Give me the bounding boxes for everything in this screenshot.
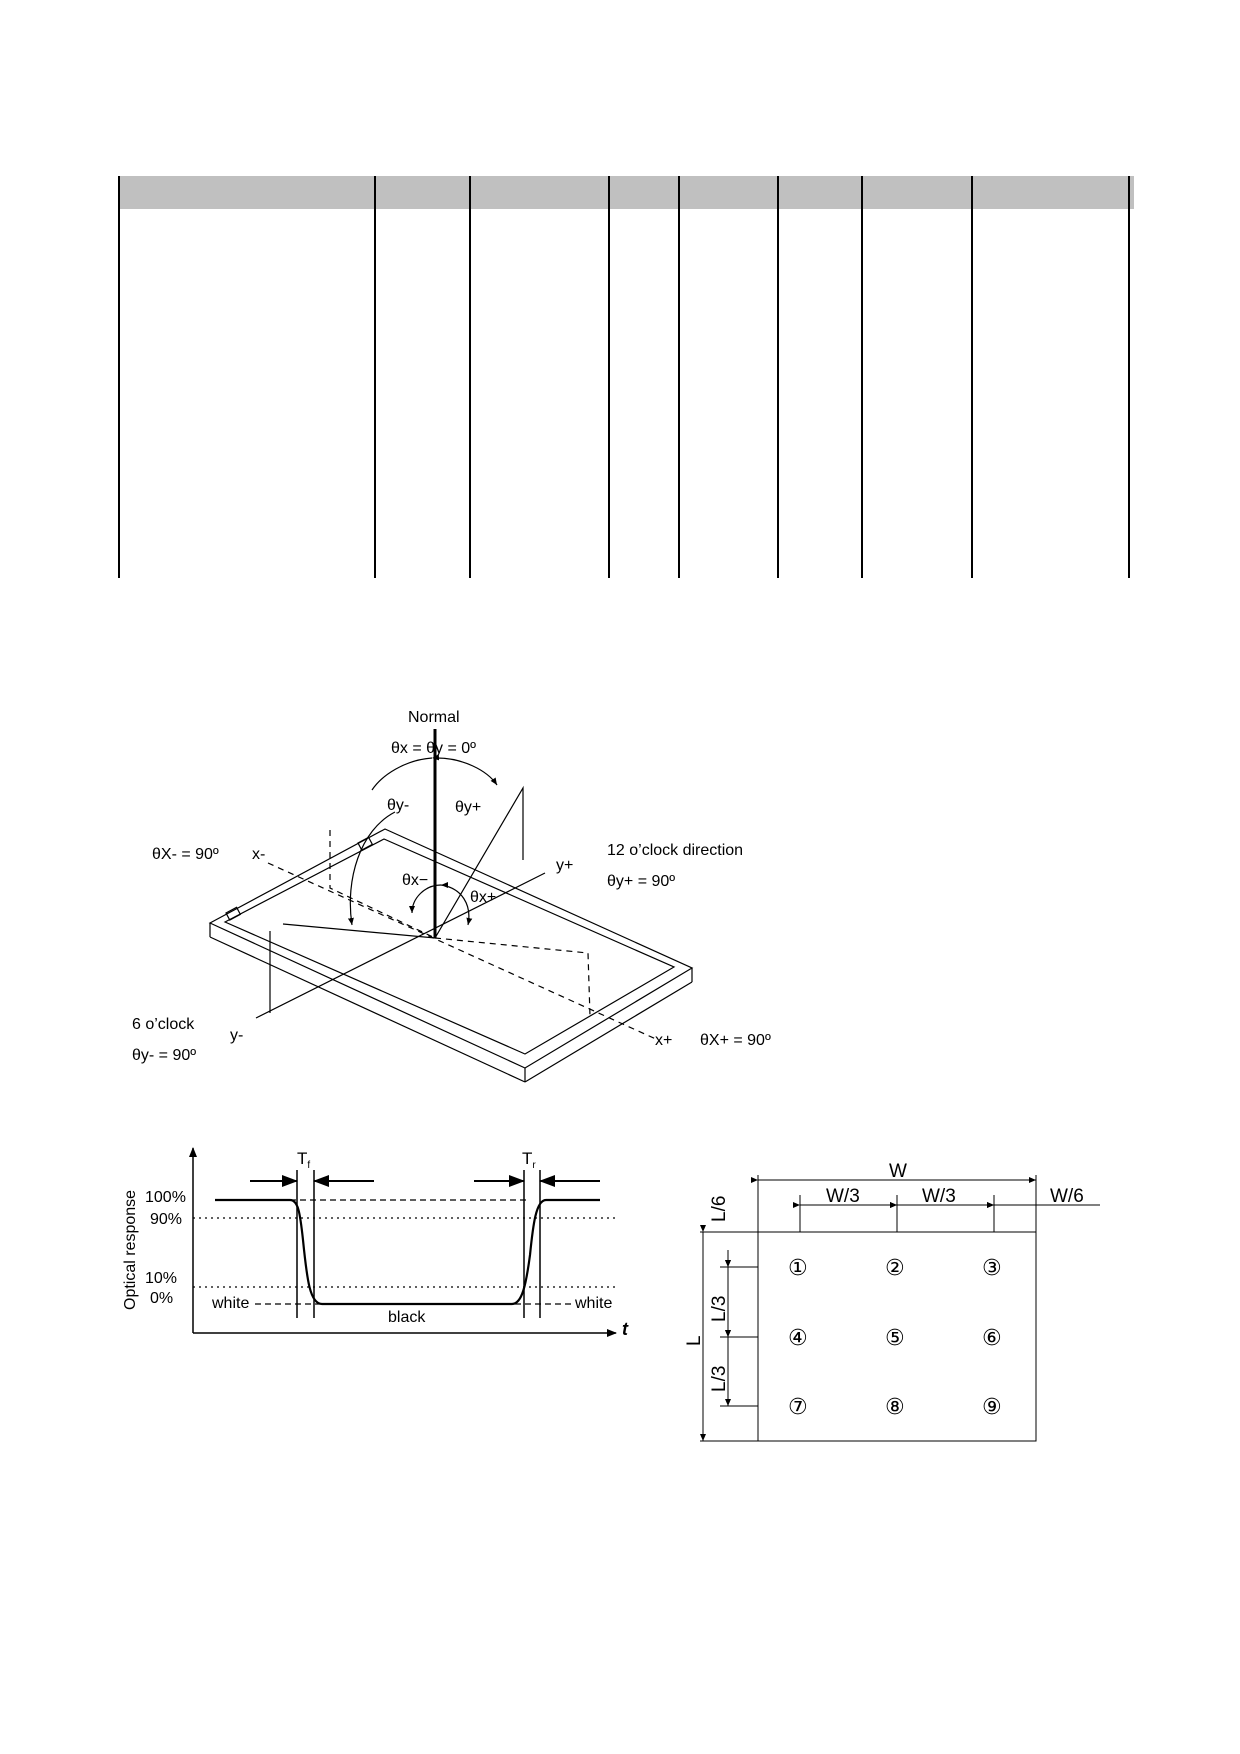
label-l: L: [684, 1335, 705, 1346]
table-column-border: [118, 176, 120, 578]
table-header-row: [118, 176, 1134, 209]
table-column-border: [777, 176, 779, 578]
point-6: ⑥: [982, 1325, 1002, 1350]
label-theta-x-plus: θx+: [470, 889, 496, 906]
table-column-border: [678, 176, 680, 578]
table-column-border: [608, 176, 610, 578]
label-tr: Tr: [522, 1149, 536, 1171]
label-w3-b: W/3: [922, 1186, 956, 1207]
panel-inner: [223, 838, 676, 1055]
x-axis: [267, 862, 659, 1041]
label-white-left: white: [211, 1295, 249, 1312]
point-5: ⑤: [885, 1325, 905, 1350]
response-waveform: [215, 1198, 600, 1306]
label-y-plus: y+: [556, 857, 573, 874]
label-100: 100%: [145, 1189, 186, 1206]
viewing-angle-labels: Normal θx = θy = 0º θy- θy+ θx− θx+ θX- …: [132, 709, 771, 1064]
label-x-minus: x-: [252, 846, 265, 863]
label-six-eq: θy- = 90º: [132, 1047, 196, 1064]
label-w6: W/6: [1050, 1186, 1084, 1207]
label-10: 10%: [145, 1270, 177, 1287]
label-black: black: [388, 1309, 426, 1326]
table-column-border: [861, 176, 863, 578]
table-column-border: [1128, 176, 1130, 578]
y-axis: [255, 872, 546, 1019]
table-column-border: [971, 176, 973, 578]
point-8: ⑧: [885, 1394, 905, 1419]
label-w3-a: W/3: [826, 1186, 860, 1207]
point-9: ⑨: [982, 1394, 1002, 1419]
label-x-minus-eq: θX- = 90º: [152, 846, 219, 863]
label-theta-y-plus: θy+: [455, 799, 481, 816]
label-l6: L/6: [709, 1196, 730, 1222]
label-six: 6 o’clock: [132, 1016, 195, 1033]
point-2: ②: [885, 1255, 905, 1280]
label-l3-a: L/3: [709, 1296, 730, 1322]
point-4: ④: [788, 1325, 808, 1350]
label-x-plus: x+: [655, 1032, 672, 1049]
label-0: 0%: [150, 1290, 173, 1307]
xlabel-t: t: [622, 1319, 629, 1339]
label-white-right: white: [574, 1295, 612, 1312]
label-l3-b: L/3: [709, 1366, 730, 1392]
label-y-minus: y-: [230, 1027, 243, 1044]
table-column-border: [469, 176, 471, 578]
label-90: 90%: [150, 1211, 182, 1228]
point-1: ①: [788, 1255, 808, 1280]
label-twelve: 12 o’clock direction: [607, 842, 743, 859]
spec-table: [118, 176, 1134, 578]
label-theta-x-minus: θx−: [402, 872, 428, 889]
label-normal: Normal: [408, 709, 460, 726]
measure-points-diagram: [700, 1175, 1100, 1442]
label-tf: Tf: [297, 1149, 310, 1171]
point-3: ③: [982, 1255, 1002, 1280]
panel-top: [208, 828, 694, 1069]
table-column-border: [374, 176, 376, 578]
response-time-diagram: [189, 1147, 617, 1337]
label-x-plus-eq: θX+ = 90º: [700, 1032, 771, 1049]
viewing-angle-diagram: [208, 729, 694, 1083]
label-theta-y-minus: θy-: [387, 797, 409, 814]
ylabel-optical-response: Optical response: [122, 1190, 139, 1310]
measure-points-labels: W W/3 W/3 W/6 L/6 L/3 L/3 L ① ② ③ ④ ⑤ ⑥ …: [684, 1161, 1084, 1419]
label-twelve-eq: θy+ = 90º: [607, 873, 675, 890]
label-w: W: [889, 1161, 907, 1182]
response-time-labels: Optical response t Tf Tr 100% 90% 10% 0%…: [122, 1149, 629, 1339]
label-normal-eq: θx = θy = 0º: [391, 740, 476, 757]
point-7: ⑦: [788, 1394, 808, 1419]
